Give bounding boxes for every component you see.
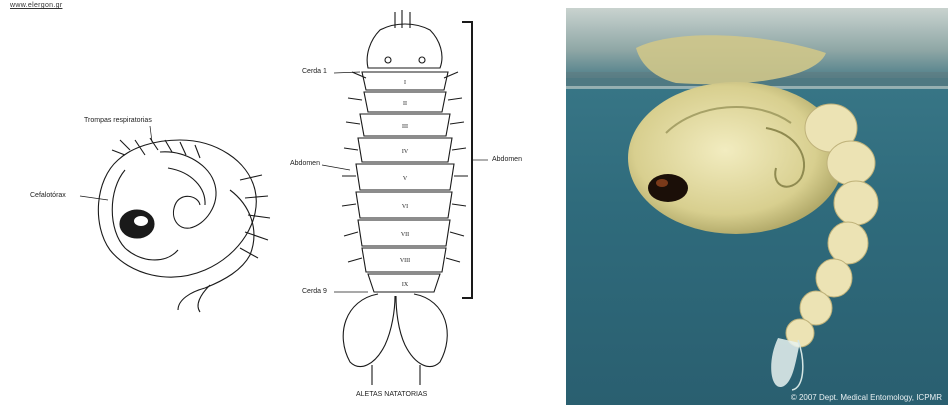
pupa-photo: © 2007 Dept. Medical Entomology, ICPMR: [566, 8, 948, 405]
svg-text:III: III: [402, 124, 408, 130]
label-abdomen-right: Abdomen: [492, 156, 522, 163]
label-cerda-9: Cerda 9: [302, 288, 327, 295]
label-abdomen-left: Abdomen: [290, 160, 320, 167]
diagram-panel: www.elergon.gr: [0, 0, 560, 405]
pupa-dorsal-view: [342, 10, 468, 385]
svg-text:VI: VI: [402, 204, 408, 210]
label-cerda-1: Cerda 1: [302, 68, 327, 75]
label-cefalotorax: Cefalotórax: [30, 192, 66, 199]
svg-text:I: I: [404, 80, 406, 86]
pupa-side-view: [98, 138, 270, 312]
svg-text:II: II: [403, 101, 407, 107]
svg-text:VII: VII: [401, 232, 409, 238]
svg-text:IX: IX: [402, 282, 409, 288]
pupa-photo-illustration: [566, 8, 948, 405]
label-aletas-natatorias: ALETAS NATATORIAS: [356, 391, 427, 398]
svg-text:IV: IV: [402, 149, 409, 155]
svg-text:V: V: [403, 176, 408, 182]
label-trompas: Trompas respiratorias: [84, 117, 152, 124]
svg-text:VIII: VIII: [400, 258, 410, 264]
photo-credit: © 2007 Dept. Medical Entomology, ICPMR: [791, 393, 942, 402]
